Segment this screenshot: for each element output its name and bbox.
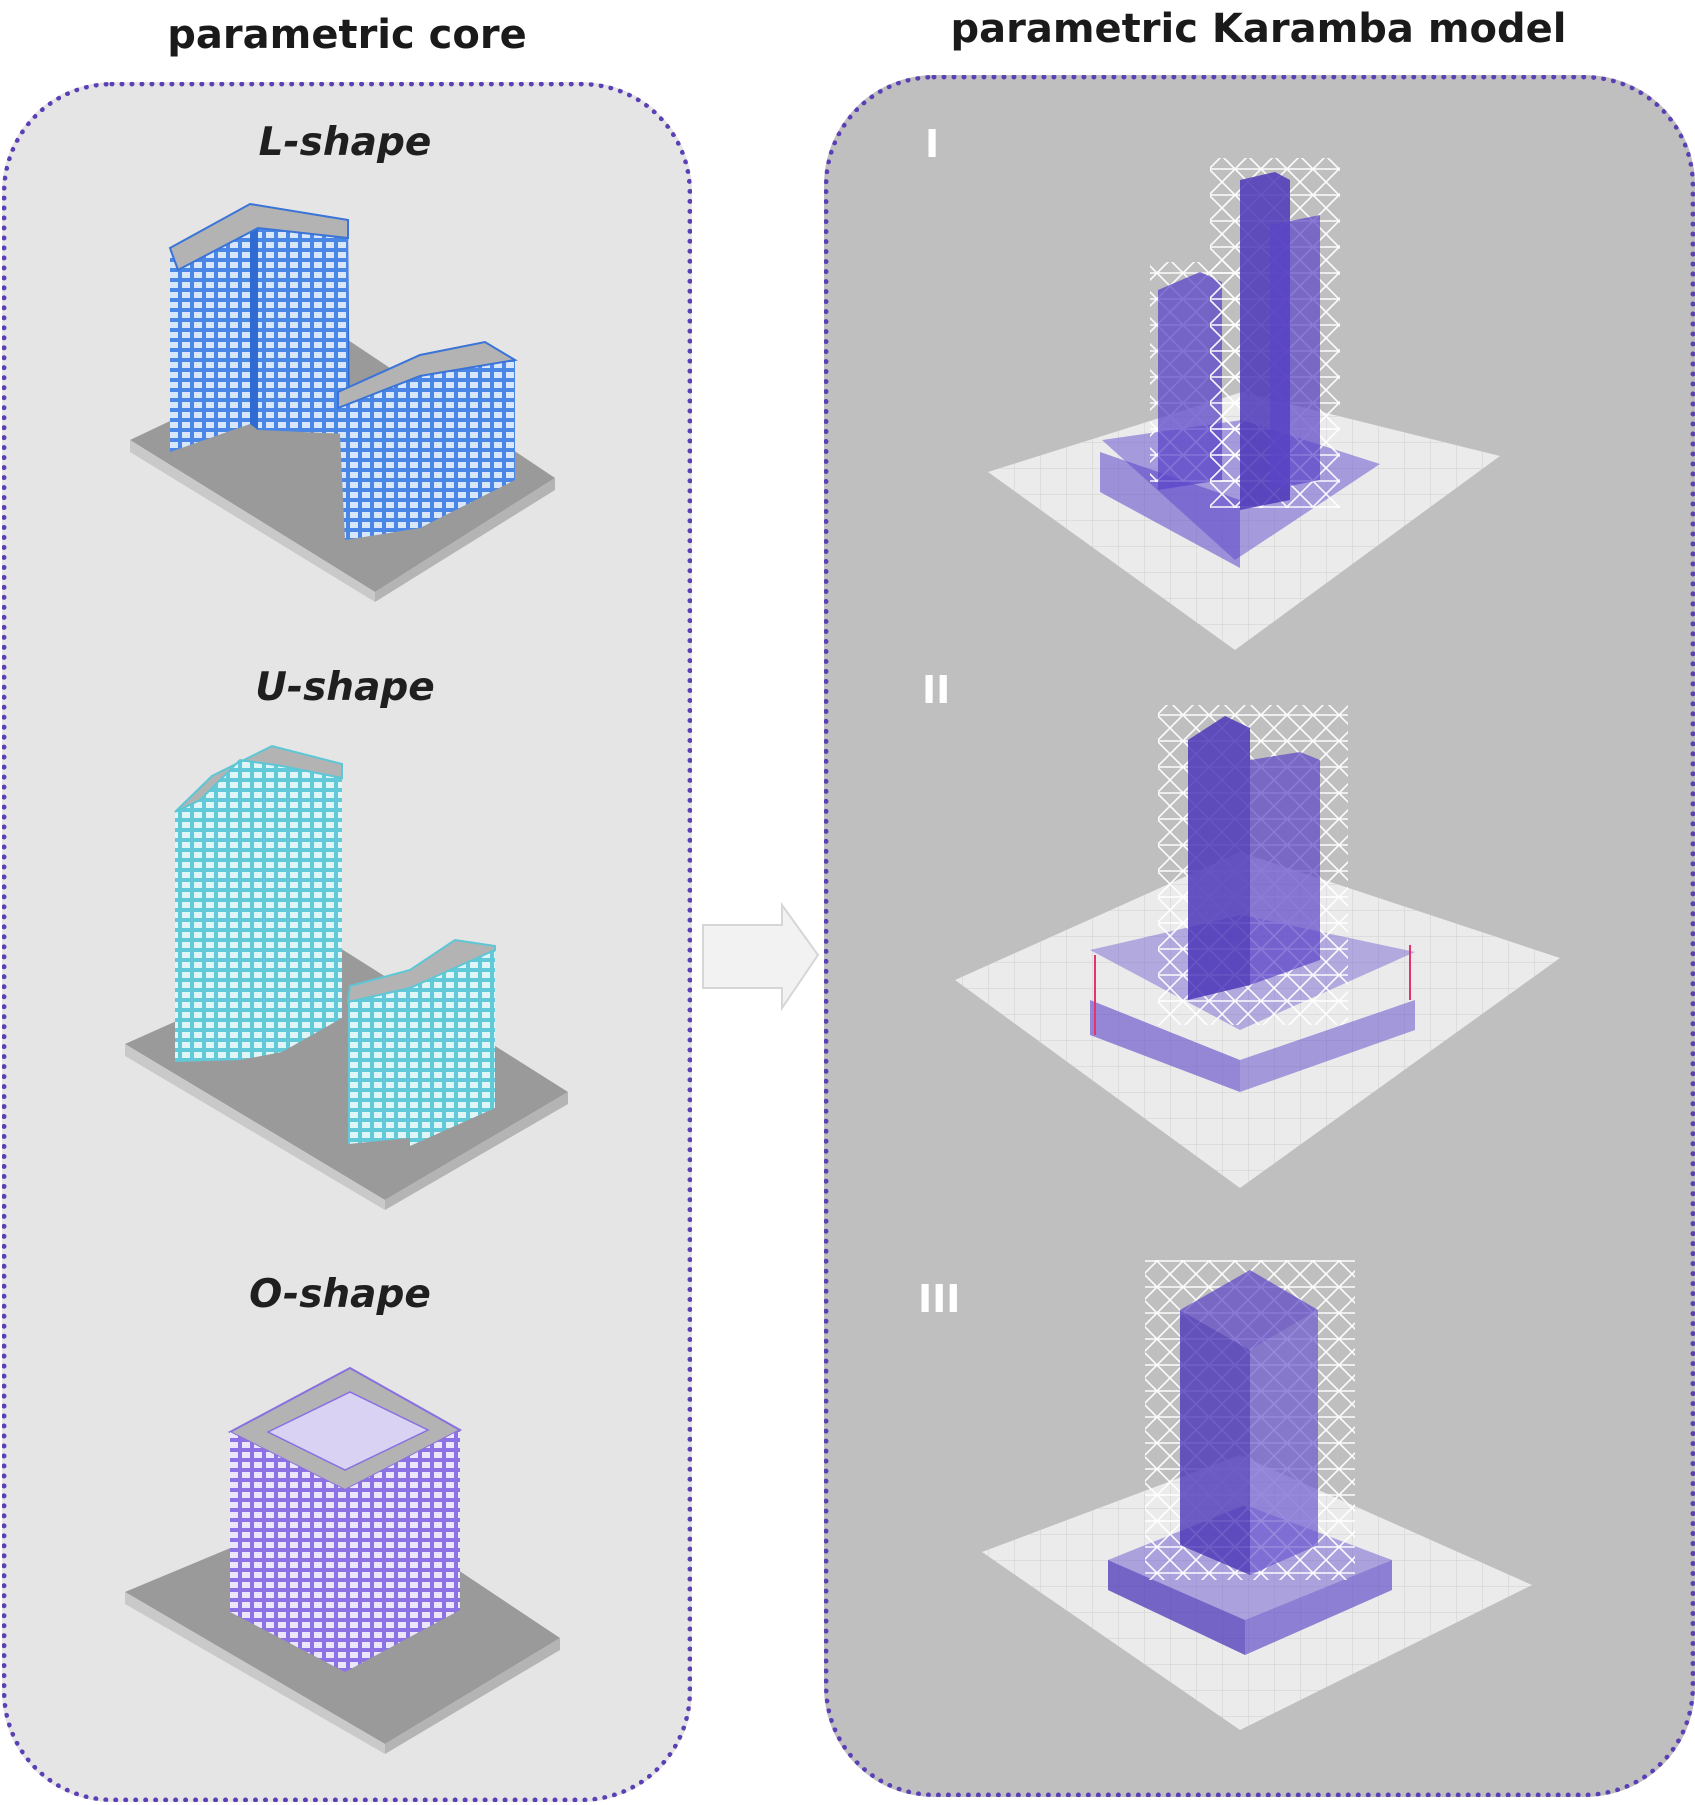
right-panel-title: parametric Karamba model	[950, 6, 1567, 52]
model-i-label: I	[925, 122, 940, 166]
karamba-model-iii	[982, 1260, 1532, 1730]
model-iii-label: III	[918, 1277, 961, 1321]
right-arrow-icon	[702, 901, 820, 1012]
left-panel-title: parametric core	[167, 12, 527, 58]
l-shape-label: L-shape	[258, 120, 432, 165]
u-shape-label: U-shape	[255, 665, 435, 710]
model-ii-label: II	[922, 668, 951, 712]
o-shape-model	[125, 1366, 560, 1754]
l-shape-model	[130, 202, 555, 602]
karamba-model-i	[988, 158, 1500, 650]
o-shape-label: O-shape	[249, 1272, 431, 1317]
u-shape-model	[125, 744, 568, 1210]
karamba-model-ii	[955, 705, 1560, 1188]
